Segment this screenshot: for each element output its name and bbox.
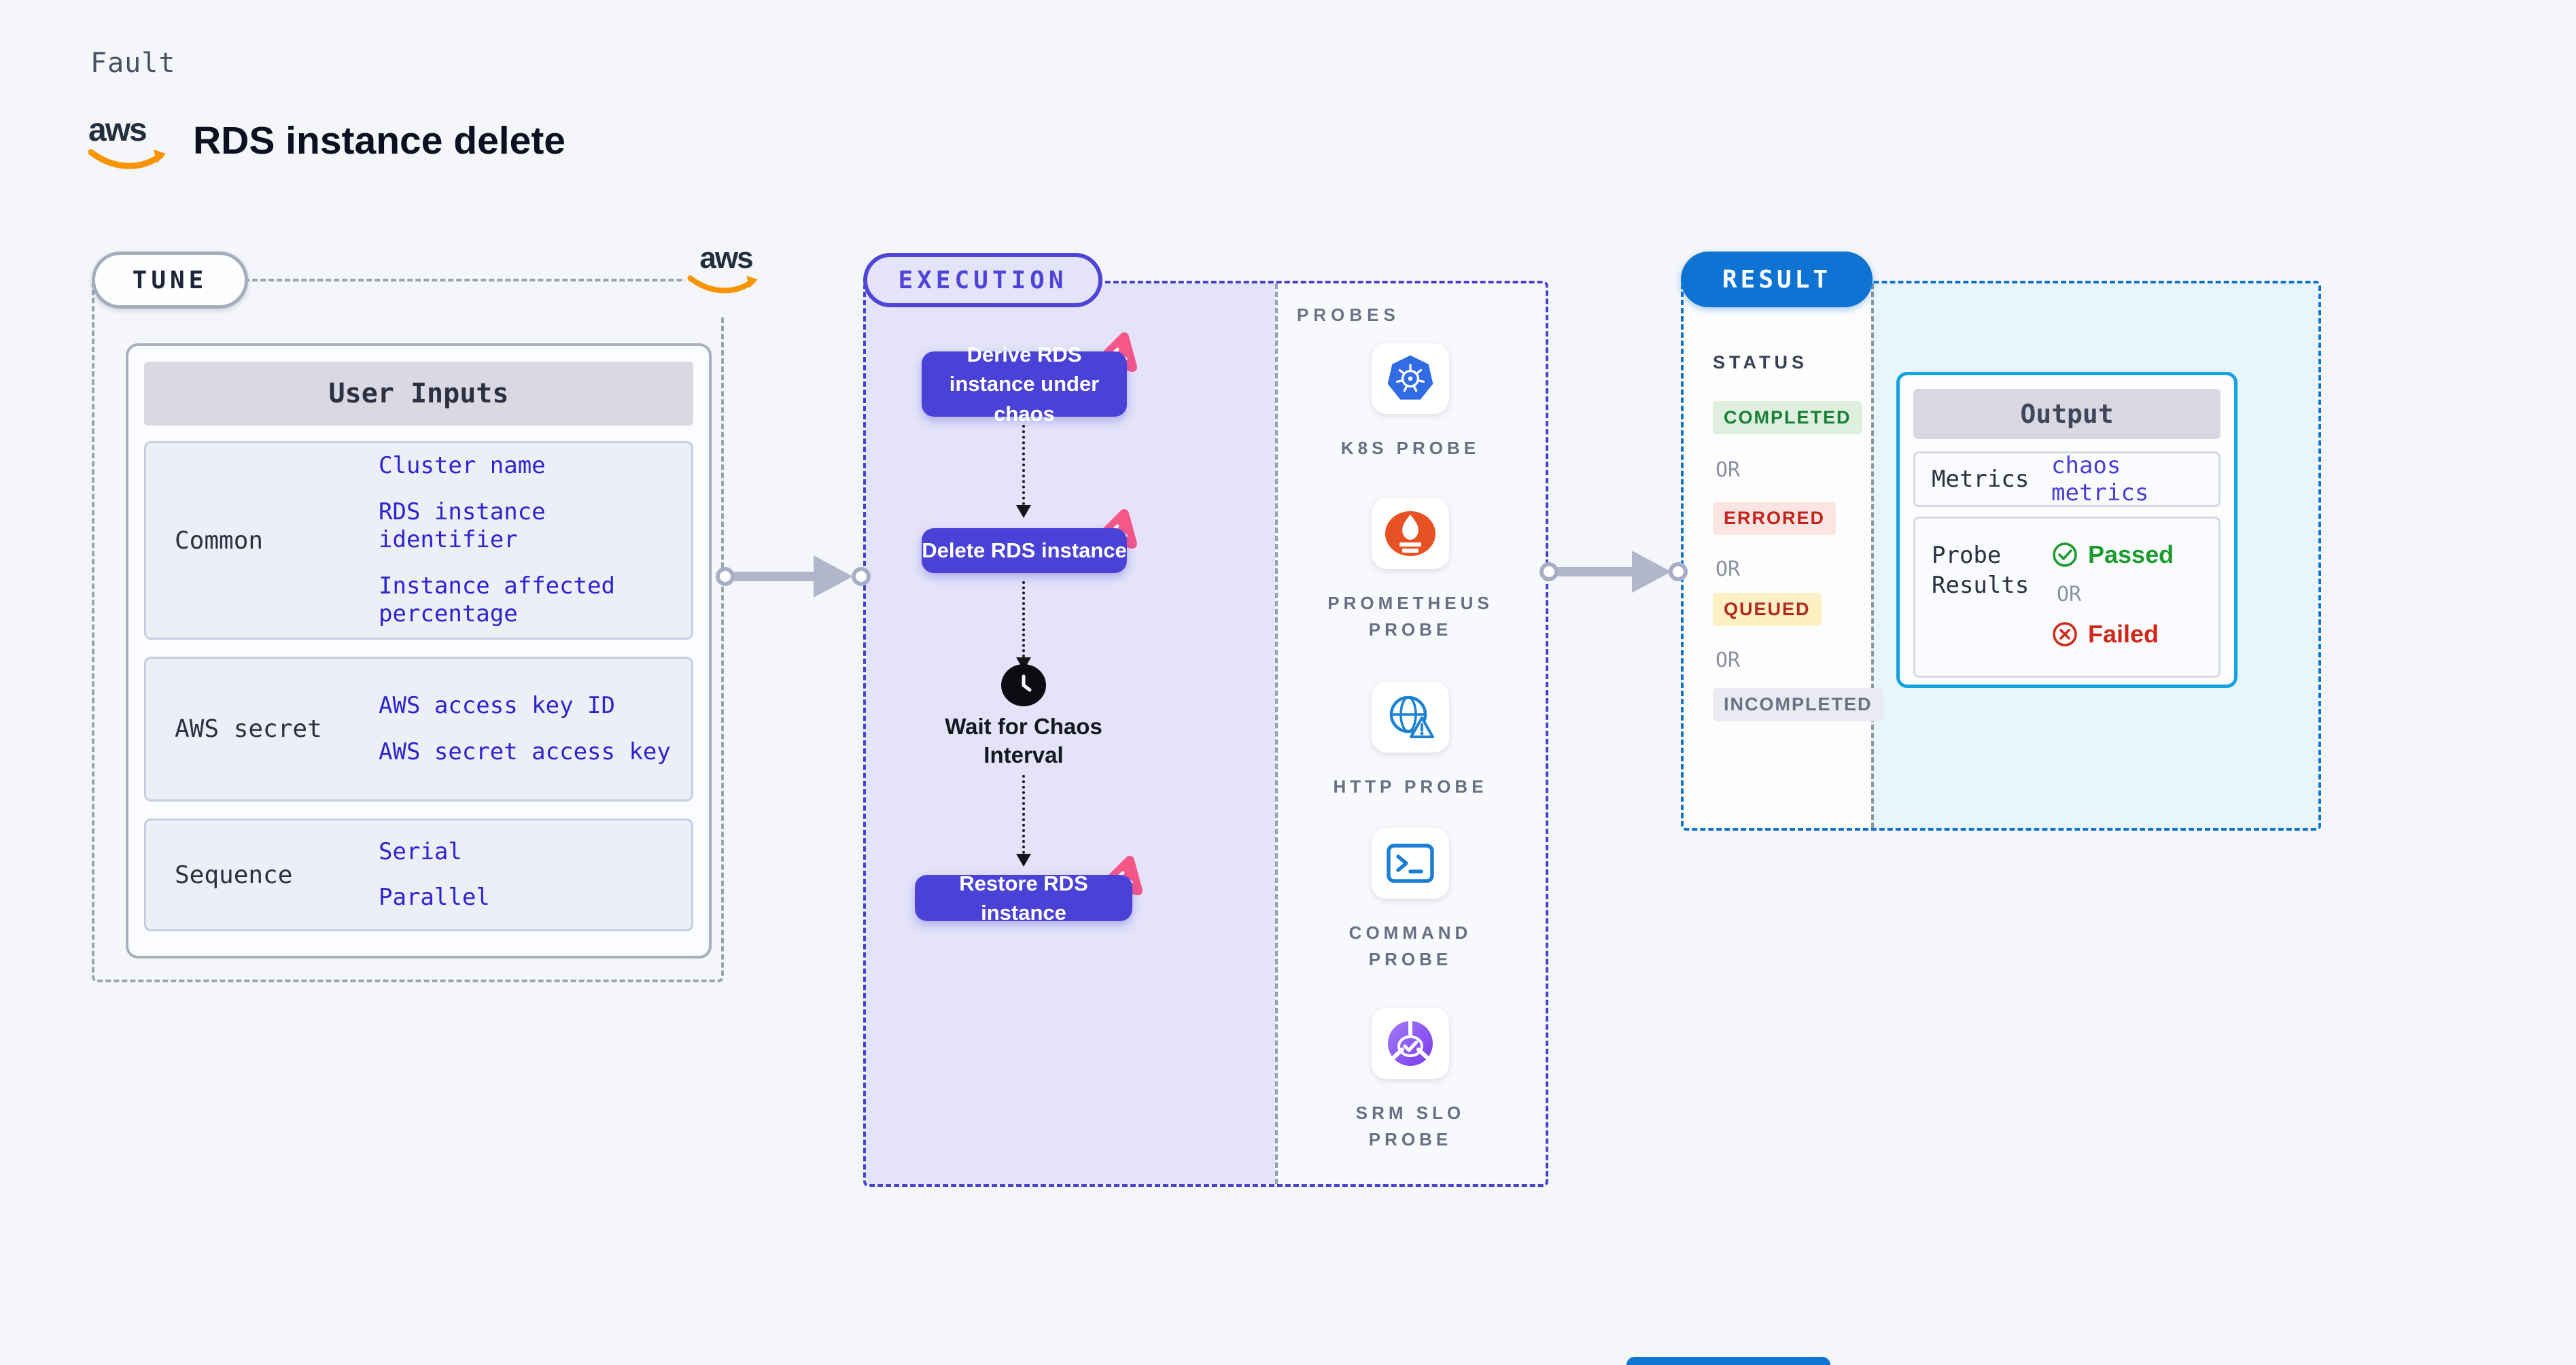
user-inputs-card: User Inputs Common Cluster name RDS inst…	[126, 343, 712, 958]
passed-label: Passed	[2088, 540, 2174, 568]
connector-line	[1557, 567, 1633, 576]
page-title: RDS instance delete	[193, 119, 566, 162]
srm-slo-probe-card	[1372, 1008, 1449, 1079]
flow-connector	[1022, 425, 1025, 505]
flow-connector	[1022, 581, 1025, 657]
prometheus-probe-card	[1372, 498, 1449, 569]
input-link[interactable]: Serial	[379, 837, 462, 865]
failed-label: Failed	[2088, 620, 2159, 648]
probe-label: K8S PROBE	[1340, 438, 1480, 458]
row-label: AWS secret	[175, 715, 322, 743]
tune-pill: TUNE	[92, 252, 248, 309]
terminal-icon	[1387, 844, 1434, 883]
aws-logo-small: aws	[685, 243, 767, 317]
output-header: Output	[1913, 389, 2221, 439]
step-wait-label: Wait for Chaos Interval	[945, 714, 1102, 768]
connector-end-circle	[1669, 562, 1688, 581]
http-probe-card	[1372, 682, 1449, 753]
probe-label: HTTP PROBE	[1333, 776, 1488, 797]
user-inputs-row-aws-secret: AWS secret AWS access key ID AWS secret …	[144, 657, 693, 801]
connector-start-circle	[716, 567, 735, 586]
input-link[interactable]: AWS access key ID	[379, 692, 615, 720]
connector-start-circle	[1539, 562, 1559, 581]
user-inputs-row-sequence: Sequence Serial Parallel	[144, 818, 693, 931]
output-card: Output Metrics chaos metrics Probe Resul…	[1896, 372, 2238, 688]
probe-results-label: Probe Results	[1932, 542, 2030, 600]
connector-line	[733, 572, 815, 581]
clock-icon	[1001, 664, 1046, 706]
status-column-label: STATUS	[1713, 352, 1808, 373]
aws-logo-text: aws	[88, 112, 147, 148]
passed-check-icon	[2053, 542, 2077, 567]
metrics-row: Metrics chaos metrics	[1913, 451, 2221, 507]
probes-column-label: PROBES	[1297, 305, 1400, 325]
input-link[interactable]: RDS instance identifier	[379, 498, 546, 554]
chaos-metrics-link[interactable]: chaos metrics	[2051, 452, 2149, 506]
row-values: AWS access key ID AWS secret access key	[379, 692, 678, 766]
row-values: Serial Parallel	[379, 838, 678, 912]
probe-label: SRM SLO PROBE	[1355, 1103, 1465, 1150]
execution-panel	[866, 283, 1275, 1184]
flow-arrowhead	[1016, 505, 1031, 518]
result-pill: RESULT	[1681, 252, 1873, 307]
aws-logo-small-text: aws	[699, 241, 753, 275]
step-delete-rds-button[interactable]: Delete RDS instance	[922, 528, 1127, 573]
status-badge-queued: QUEUED	[1713, 593, 1822, 626]
status-badge-incompleted: INCOMPLETED	[1713, 688, 1883, 721]
user-inputs-row-common: Common Cluster name RDS instance identif…	[144, 441, 693, 640]
step-restore-rds-button[interactable]: Restore RDS instance	[915, 871, 1132, 925]
command-probe-card	[1372, 828, 1449, 899]
metrics-label: Metrics	[1932, 465, 2030, 493]
cropped-pill-edge	[1626, 1357, 1830, 1365]
probe-label: PROMETHEUS PROBE	[1327, 593, 1493, 640]
http-globe-icon	[1389, 695, 1434, 738]
or-label: OR	[2057, 583, 2082, 606]
connector-arrowhead	[814, 555, 853, 598]
aws-smile-icon	[88, 149, 166, 169]
k8s-probe-card	[1372, 343, 1449, 414]
probe-label: COMMAND PROBE	[1348, 922, 1472, 969]
aws-smile-icon	[687, 275, 758, 294]
status-badge-errored: ERRORED	[1713, 502, 1837, 535]
fault-category-label: Fault	[90, 48, 176, 79]
row-label: Sequence	[175, 861, 293, 889]
row-label: Common	[175, 526, 264, 555]
row-values: Cluster name RDS instance identifier Ins…	[379, 452, 678, 628]
kubernetes-icon	[1387, 355, 1433, 400]
tune-section-box	[92, 279, 724, 982]
probe-results-values: Passed OR Failed	[2051, 540, 2174, 676]
slo-check-icon	[1388, 1019, 1433, 1066]
failed-x-icon	[2053, 622, 2077, 646]
flow-connector	[1022, 775, 1025, 854]
or-label: OR	[1716, 557, 1741, 581]
input-link[interactable]: Cluster name	[379, 452, 546, 480]
input-link[interactable]: AWS secret access key	[379, 738, 671, 765]
prometheus-icon	[1385, 511, 1435, 556]
connector-arrowhead	[1632, 551, 1671, 593]
execution-section-box	[863, 281, 1548, 1187]
or-label: OR	[1716, 458, 1741, 482]
execution-pill: EXECUTION	[863, 253, 1102, 307]
aws-logo: aws	[88, 114, 169, 177]
user-inputs-header: User Inputs	[144, 362, 693, 426]
step-derive-rds-button[interactable]: Derive RDS instance under chaos	[922, 343, 1127, 426]
status-badge-completed: COMPLETED	[1713, 401, 1862, 434]
probe-results-row: Probe Results Passed OR Faile	[1913, 517, 2221, 678]
flow-arrowhead	[1016, 854, 1031, 867]
or-label: OR	[1716, 649, 1741, 672]
input-link[interactable]: Instance affected percentage	[379, 572, 615, 628]
input-link[interactable]: Parallel	[379, 884, 490, 911]
connector-end-circle	[852, 567, 871, 586]
